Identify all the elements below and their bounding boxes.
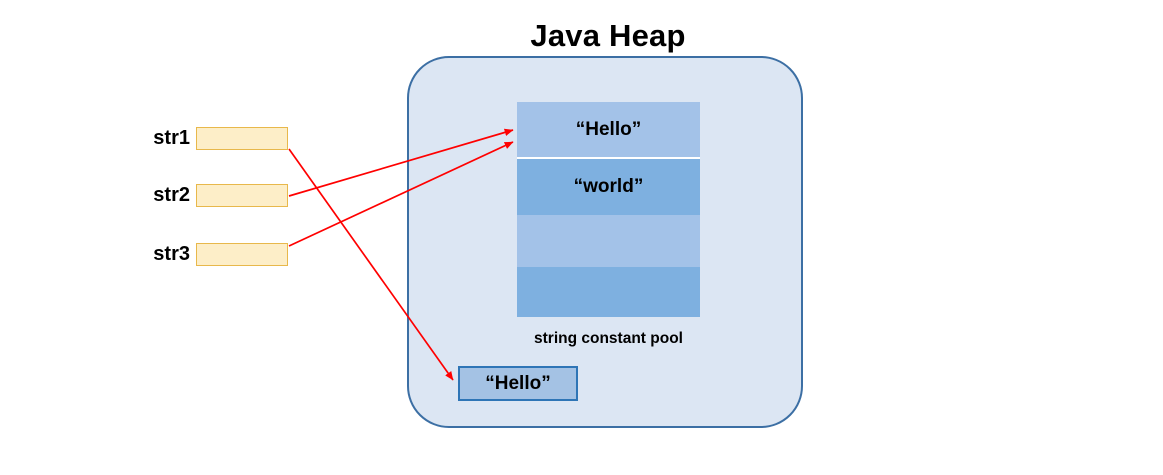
string-constant-pool: “Hello” “world” [517,102,700,319]
heap-title: Java Heap [530,18,686,53]
pool-entry [517,215,700,267]
pool-entry-label: “world” [573,176,644,197]
heap-string-object-label: “Hello” [485,372,551,394]
variable-label-str1: str1 [153,127,190,149]
variable-label-str2: str2 [153,184,190,206]
string-constant-pool-label: string constant pool [534,330,683,347]
variable-box-str1 [196,127,288,150]
variable-label-str3: str3 [153,243,190,265]
variable-box-str2 [196,184,288,207]
heap-string-object: “Hello” [458,366,578,401]
pool-entry: “Hello” [517,102,700,159]
pool-entry: “world” [517,159,700,215]
variable-box-str3 [196,243,288,266]
pool-entry [517,267,700,317]
pool-entry-label: “Hello” [575,118,642,140]
